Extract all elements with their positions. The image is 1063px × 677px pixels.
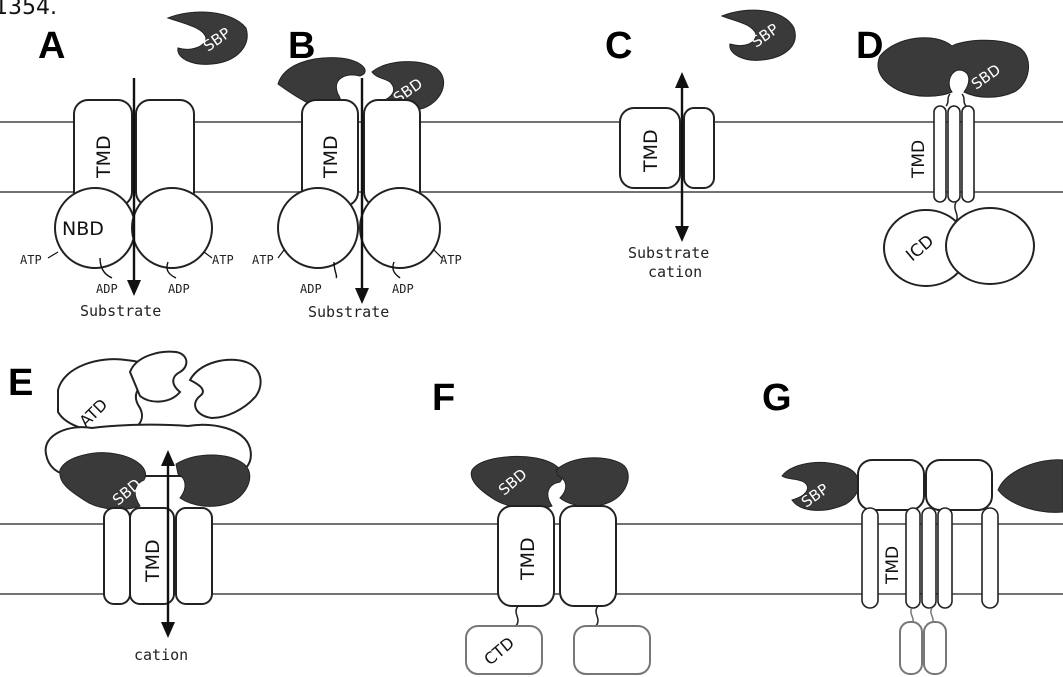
arrowhead-down <box>675 226 689 242</box>
atp-right-link <box>203 251 213 259</box>
sbp-left <box>781 462 860 511</box>
tmd-helix-2 <box>947 105 961 203</box>
panel-d: D SBD TMD ICD <box>856 25 1035 287</box>
sbp-right <box>997 459 1063 513</box>
sbp-domain <box>166 11 248 65</box>
substrate-label: Substrate <box>308 303 389 321</box>
tmd-left <box>497 505 555 607</box>
atp-right-link <box>433 249 443 259</box>
tmd-label: TMD <box>142 539 164 583</box>
adp-left-label: ADP <box>96 282 118 296</box>
panel-g: G SBP TMD <box>762 377 1063 675</box>
sbd-right <box>175 454 251 507</box>
icd-linker <box>954 201 958 223</box>
tmd-left <box>103 507 131 605</box>
panel-a: A SBP TMD NBD ATP ATP ADP ADP Substrate <box>20 11 248 320</box>
tmd-right <box>559 505 617 607</box>
tmd-helix-3 <box>921 507 937 609</box>
panel-f: F SBD TMD CTD <box>432 377 651 675</box>
tmd-helix-5 <box>981 507 999 609</box>
ctd-right <box>573 625 651 675</box>
nbd-label: NBD <box>62 218 104 240</box>
tmd-small <box>683 107 715 189</box>
adp-right-label: ADP <box>168 282 190 296</box>
substrate-label: Substrate <box>628 244 709 262</box>
atp-left-link <box>47 251 59 259</box>
atd-upper <box>128 350 188 403</box>
atd-right <box>188 358 262 420</box>
cation-label: cation <box>648 263 702 281</box>
tmd-label: TMD <box>320 135 342 179</box>
linker-left <box>945 93 951 107</box>
arrowhead-up <box>675 72 689 88</box>
atp-right-label: ATP <box>440 253 462 267</box>
panel-letter-g: G <box>762 377 792 419</box>
tmd-label: TMD <box>93 135 115 179</box>
substrate-arrowhead <box>355 288 369 304</box>
panel-letter-a: A <box>38 25 65 67</box>
nbd-left <box>277 187 359 269</box>
nbd-right <box>131 187 213 269</box>
tmd-helix-2 <box>905 507 921 609</box>
substrate-label: Substrate <box>80 302 161 320</box>
cation-label: cation <box>134 646 188 664</box>
panel-letter-c: C <box>605 25 632 67</box>
ctd-left <box>465 625 543 675</box>
tmd-main <box>619 107 681 189</box>
adp-left-arrow <box>333 261 338 279</box>
adp-right-label: ADP <box>392 282 414 296</box>
adp-left-label: ADP <box>300 282 322 296</box>
tmd-helix-4 <box>937 507 953 609</box>
tmd-label: TMD <box>909 140 929 179</box>
panel-c: C SBP TMD Substrate cation <box>605 9 796 281</box>
adp-right-arrow <box>166 261 177 279</box>
panel-letter-f: F <box>432 377 455 419</box>
sbd-right <box>555 457 629 507</box>
sbp-domain <box>720 9 796 61</box>
atp-right-label: ATP <box>212 253 234 267</box>
sbd-left <box>59 452 146 510</box>
adp-right-arrow <box>392 261 401 279</box>
atp-left-link <box>277 249 285 259</box>
substrate-arrowhead <box>127 280 141 296</box>
tmd-helix-1 <box>861 507 879 609</box>
ctd-linker-right <box>595 605 599 627</box>
tmd-right <box>175 507 213 605</box>
nbd-right <box>359 187 441 269</box>
tmd-helix-3 <box>961 105 975 203</box>
adp-left-arrow <box>99 257 113 279</box>
ctd-linker-left <box>515 605 519 627</box>
sbd-left <box>470 456 563 510</box>
cyto-stub-left <box>899 621 923 675</box>
tmd-helix-1 <box>933 105 947 203</box>
cyto-stub-right <box>923 621 947 675</box>
icd-right <box>945 207 1035 285</box>
atp-left-label: ATP <box>20 253 42 267</box>
arrowhead-up <box>161 450 175 466</box>
arrowhead-down <box>161 622 175 638</box>
cap-right <box>925 459 993 511</box>
sbd-domain <box>877 37 1029 98</box>
linker-right <box>961 93 967 107</box>
panel-letter-e: E <box>8 362 33 404</box>
panel-e: E ATD SBD TMD cation <box>8 350 262 664</box>
tmd-label: TMD <box>640 129 662 173</box>
cap-left <box>857 459 925 511</box>
atp-left-label: ATP <box>252 253 274 267</box>
top-fragment-text: 1354. <box>0 0 57 20</box>
tmd-label: TMD <box>883 546 903 585</box>
tmd-main <box>129 507 175 605</box>
panel-b: B SBD TMD ATP ATP ADP ADP Substrate <box>252 25 462 321</box>
tmd-label: TMD <box>517 537 539 581</box>
